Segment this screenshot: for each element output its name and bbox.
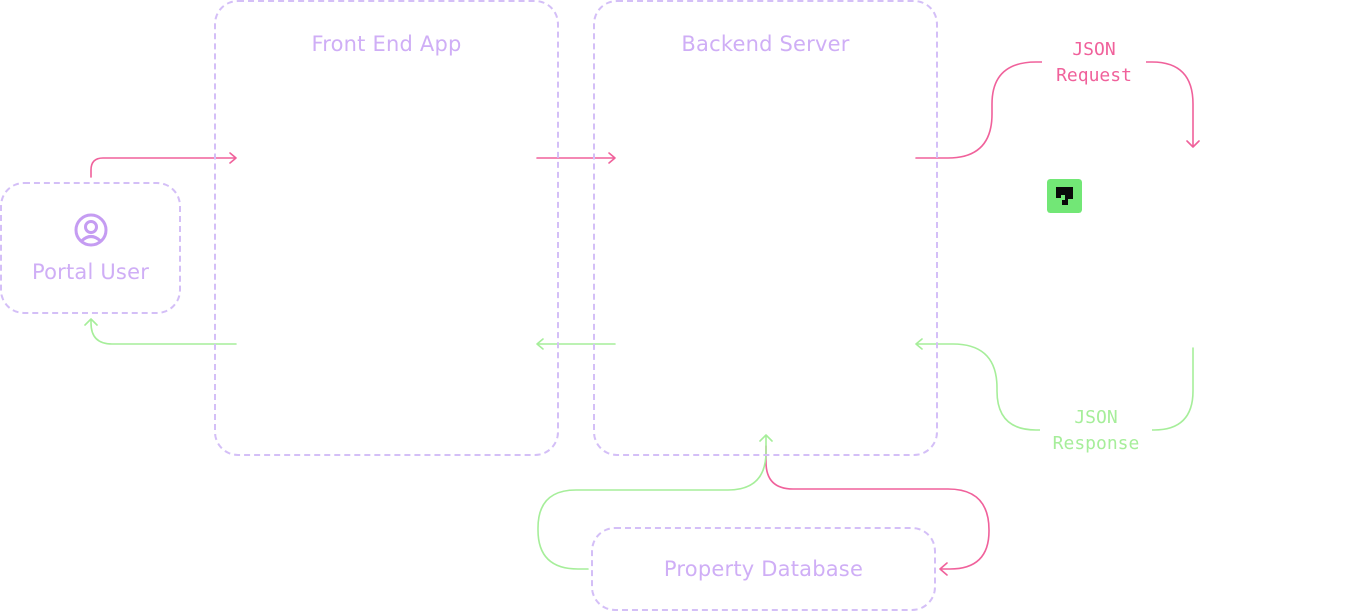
backend-to-frontend-arrow	[536, 338, 616, 350]
backend-server-node: Backend Server	[593, 0, 938, 456]
frontend-to-backend-arrow	[536, 152, 616, 164]
json-request-label: JSON Request	[1042, 37, 1146, 89]
front-end-app-label: Front End App	[311, 32, 462, 56]
user-to-frontend-arrow	[90, 152, 237, 178]
json-request-line1: JSON	[1072, 39, 1116, 60]
json-response-label: JSON Response	[1040, 405, 1152, 457]
request-connectors	[90, 61, 1200, 576]
frontend-to-user-arrow	[84, 318, 237, 345]
portal-user-node: Portal User	[0, 182, 181, 314]
property-database-label: Property Database	[663, 557, 864, 581]
response-connectors	[84, 318, 1194, 570]
json-response-line1: JSON	[1074, 407, 1118, 428]
service-to-backend-response-arrow	[915, 338, 1194, 431]
json-request-line2: Request	[1056, 65, 1132, 86]
portal-user-label: Portal User	[31, 260, 150, 284]
backend-server-label: Backend Server	[681, 32, 850, 56]
database-to-backend-arrow	[537, 434, 773, 570]
property-database-node: Property Database	[591, 527, 936, 611]
service-logo-icon	[1047, 179, 1082, 213]
backend-to-database-arrow	[765, 445, 990, 576]
backend-to-service-request-arrow	[915, 61, 1200, 159]
json-response-line2: Response	[1052, 433, 1140, 454]
user-circle-icon	[74, 213, 108, 247]
front-end-app-node: Front End App	[214, 0, 559, 456]
